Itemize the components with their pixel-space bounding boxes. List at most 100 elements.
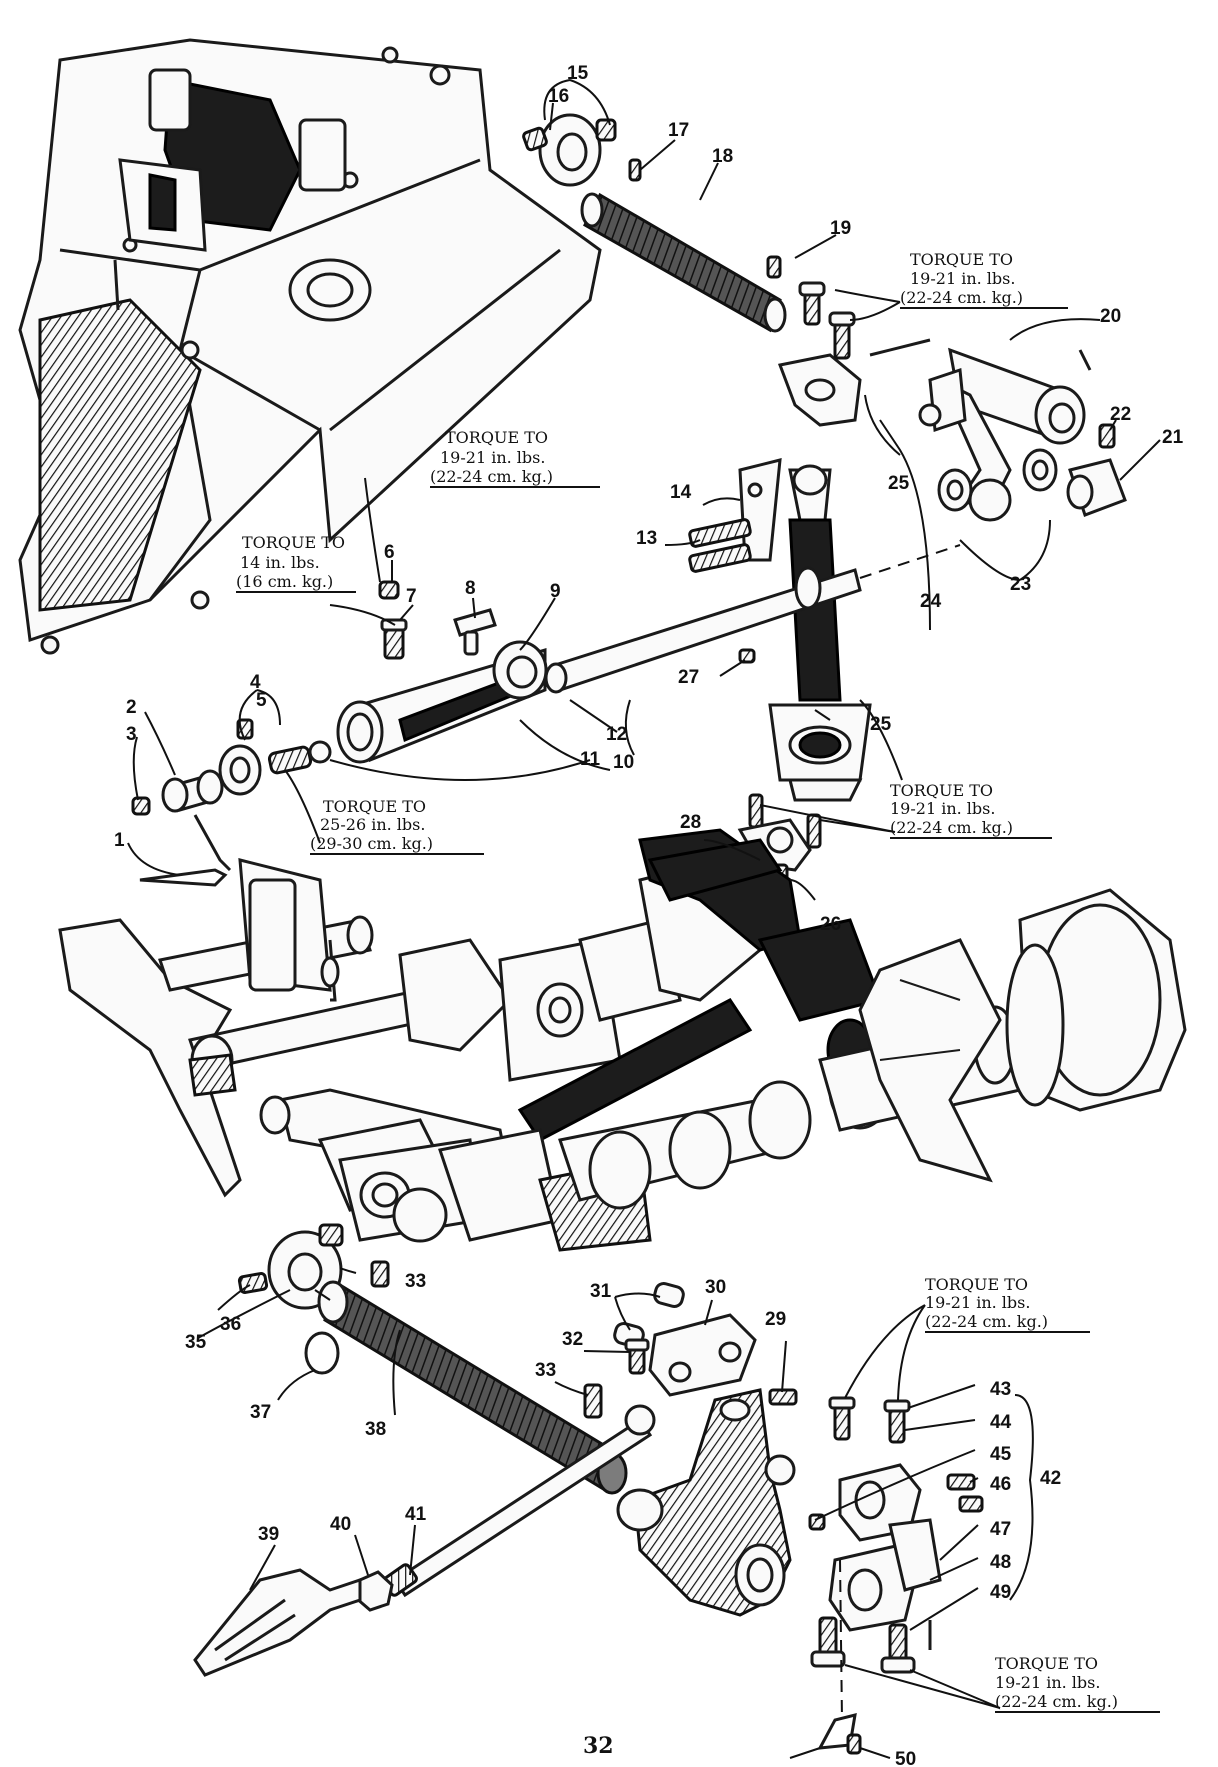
part-label-31: 31 bbox=[590, 1281, 612, 1302]
part-label-20: 20 bbox=[1100, 306, 1121, 327]
part-label-29: 29 bbox=[765, 1309, 786, 1330]
page-number: 32 bbox=[583, 1733, 614, 1759]
machine-housing bbox=[18, 38, 602, 655]
svg-text:19-21 in. lbs.: 19-21 in. lbs. bbox=[910, 269, 1015, 288]
svg-text:(22-24 cm. kg.): (22-24 cm. kg.) bbox=[995, 1692, 1118, 1711]
svg-text:(22-24 cm. kg.): (22-24 cm. kg.) bbox=[900, 288, 1023, 307]
part-label-11: 11 bbox=[580, 749, 601, 770]
part-label-8: 8 bbox=[465, 578, 476, 599]
svg-text:TORQUE TO: TORQUE TO bbox=[242, 533, 345, 552]
svg-text:(22-24 cm. kg.): (22-24 cm. kg.) bbox=[430, 467, 553, 486]
eccentric-2 bbox=[161, 769, 224, 813]
torque-note-center-left: TORQUE TO 25-26 in. lbs. (29-30 cm. kg.) bbox=[310, 797, 484, 855]
svg-text:(22-24 cm. kg.): (22-24 cm. kg.) bbox=[890, 818, 1013, 837]
screw-6 bbox=[378, 580, 400, 600]
leader-lines bbox=[127, 79, 1161, 1759]
screw-3 bbox=[131, 796, 151, 816]
part-label-26: 26 bbox=[820, 914, 841, 935]
part-label-1: 1 bbox=[114, 830, 125, 851]
collar-4 bbox=[218, 744, 262, 796]
part-label-12: 12 bbox=[606, 724, 627, 745]
part-label-33-upper: 33 bbox=[405, 1271, 426, 1292]
part-label-42: 43 bbox=[990, 1379, 1011, 1400]
connecting-link-24 bbox=[768, 464, 872, 802]
torque-note-left: TORQUE TO 14 in. lbs. (16 cm. kg.) bbox=[236, 533, 356, 593]
part-label-19: 19 bbox=[830, 218, 851, 239]
screws-13 bbox=[688, 518, 752, 573]
screw-33-lower bbox=[583, 1383, 603, 1419]
lever-38 bbox=[193, 1568, 362, 1677]
part-label-37: 38 bbox=[365, 1419, 386, 1440]
screws-42-43 bbox=[828, 1396, 911, 1444]
block-30 bbox=[648, 1313, 757, 1397]
screw-32 bbox=[624, 1338, 650, 1375]
torque-note-center-right: TORQUE TO 19-21 in. lbs. (22-24 cm. kg.) bbox=[890, 781, 1052, 839]
part-label-15: 15 bbox=[567, 63, 589, 84]
part-label-7: 7 bbox=[406, 586, 417, 607]
part-label-30: 30 bbox=[705, 1277, 726, 1298]
part-label-35: 36 bbox=[220, 1314, 241, 1335]
svg-text:TORQUE TO: TORQUE TO bbox=[910, 250, 1013, 269]
part-label-43: 44 bbox=[990, 1412, 1012, 1433]
torque-note-bottom-right: TORQUE TO 19-21 in. lbs. (22-24 cm. kg.) bbox=[995, 1654, 1160, 1713]
svg-text:TORQUE TO: TORQUE TO bbox=[445, 428, 548, 447]
part-label-40: 41 bbox=[405, 1504, 427, 1525]
svg-text:19-21 in. lbs.: 19-21 in. lbs. bbox=[440, 448, 545, 467]
rod-40 bbox=[382, 1404, 656, 1598]
part-label-3: 3 bbox=[126, 724, 137, 745]
part-label-13: 13 bbox=[636, 528, 657, 549]
part-label-47: 48 bbox=[990, 1552, 1011, 1573]
svg-text:(22-24 cm. kg.): (22-24 cm. kg.) bbox=[925, 1312, 1048, 1331]
clamp-25-upper bbox=[777, 281, 862, 427]
collar-15 bbox=[522, 113, 642, 187]
center-mechanism bbox=[58, 828, 1187, 1252]
part-label-28: 27 bbox=[678, 667, 699, 688]
clamp-21 bbox=[1066, 423, 1127, 517]
torque-note-upper-center: TORQUE TO 19-21 in. lbs. (22-24 cm. kg.) bbox=[430, 428, 600, 488]
part-number-labels: 15 16 17 18 19 20 22 21 14 13 23 24 25 2… bbox=[114, 63, 1184, 1767]
svg-text:TORQUE TO: TORQUE TO bbox=[995, 1654, 1098, 1673]
svg-text:(29-30 cm. kg.): (29-30 cm. kg.) bbox=[310, 834, 433, 853]
part-label-49: 50 bbox=[895, 1749, 916, 1767]
part-label-17: 17 bbox=[668, 120, 689, 141]
part-label-2: 2 bbox=[126, 697, 137, 718]
hex-key-1 bbox=[139, 814, 232, 887]
screw-7 bbox=[380, 618, 408, 660]
part-label-22: 22 bbox=[1110, 404, 1131, 425]
part-label-4: 4 bbox=[250, 672, 261, 693]
part-label-33-lower: 33 bbox=[535, 1360, 556, 1381]
clip-50 bbox=[817, 1559, 857, 1750]
part-label-25-upper: 25 bbox=[888, 473, 910, 494]
part-label-9: 9 bbox=[550, 581, 561, 602]
screw-49 bbox=[846, 1733, 862, 1755]
part-label-16: 16 bbox=[548, 86, 569, 107]
svg-text:TORQUE TO: TORQUE TO bbox=[890, 781, 993, 800]
part-label-18: 18 bbox=[712, 146, 733, 167]
shaft-10 bbox=[544, 544, 961, 694]
svg-text:19-21 in. lbs.: 19-21 in. lbs. bbox=[925, 1293, 1030, 1312]
svg-text:19-21 in. lbs.: 19-21 in. lbs. bbox=[995, 1673, 1100, 1692]
part-label-46: 47 bbox=[990, 1519, 1011, 1540]
torque-note-lower-right: TORQUE TO 19-21 in. lbs. (22-24 cm. kg.) bbox=[925, 1275, 1090, 1333]
part-label-14: 14 bbox=[670, 482, 692, 503]
part-label-21: 21 bbox=[1162, 427, 1184, 448]
part-label-45: 46 bbox=[990, 1474, 1011, 1495]
screws-48 bbox=[810, 1616, 916, 1674]
svg-text:19-21 in. lbs.: 19-21 in. lbs. bbox=[890, 799, 995, 818]
part-label-48: 49 bbox=[990, 1582, 1011, 1603]
screw-8 bbox=[453, 608, 497, 656]
part-label-44: 45 bbox=[990, 1444, 1012, 1465]
svg-text:25-26 in. lbs.: 25-26 in. lbs. bbox=[320, 815, 425, 834]
shaft-18 bbox=[580, 192, 787, 333]
screw-29 bbox=[768, 1388, 798, 1406]
part-label-39: 40 bbox=[330, 1514, 351, 1535]
part-label-27: 28 bbox=[680, 812, 701, 833]
svg-text:TORQUE TO: TORQUE TO bbox=[323, 797, 426, 816]
part-label-10: 10 bbox=[613, 752, 634, 773]
part-label-23: 23 bbox=[1010, 574, 1031, 595]
part-label-38: 39 bbox=[258, 1524, 279, 1545]
part-label-41: 42 bbox=[1040, 1468, 1061, 1489]
part-label-5: 5 bbox=[256, 690, 267, 711]
crank-lever bbox=[616, 1388, 796, 1617]
